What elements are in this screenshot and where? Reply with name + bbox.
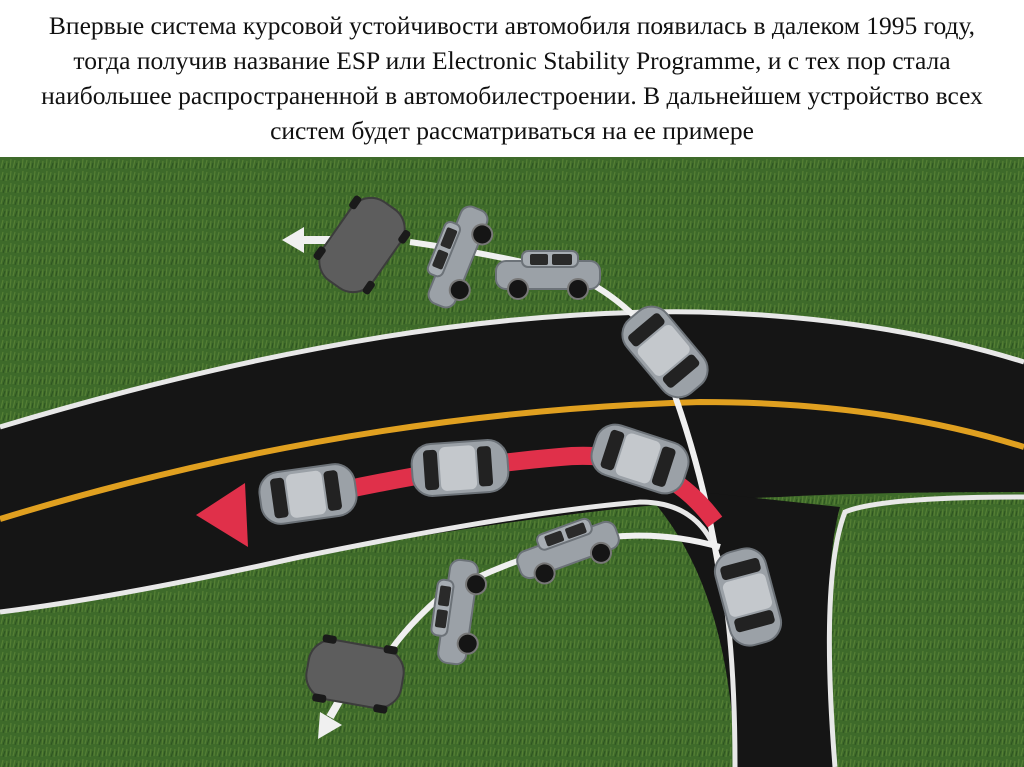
esp-illustration	[0, 157, 1024, 767]
car	[409, 437, 511, 499]
road-center-line	[0, 398, 1024, 522]
understeer-path	[377, 532, 721, 669]
esp-scene-svg	[0, 157, 1024, 767]
oversteer-path	[409, 239, 723, 578]
caption-block: Впервые система курсовой устойчивости ав…	[0, 0, 1024, 157]
red-arrow	[196, 483, 248, 547]
road-edge-bottom-right	[826, 494, 1024, 767]
caption-text: Впервые система курсовой устойчивости ав…	[41, 11, 983, 145]
